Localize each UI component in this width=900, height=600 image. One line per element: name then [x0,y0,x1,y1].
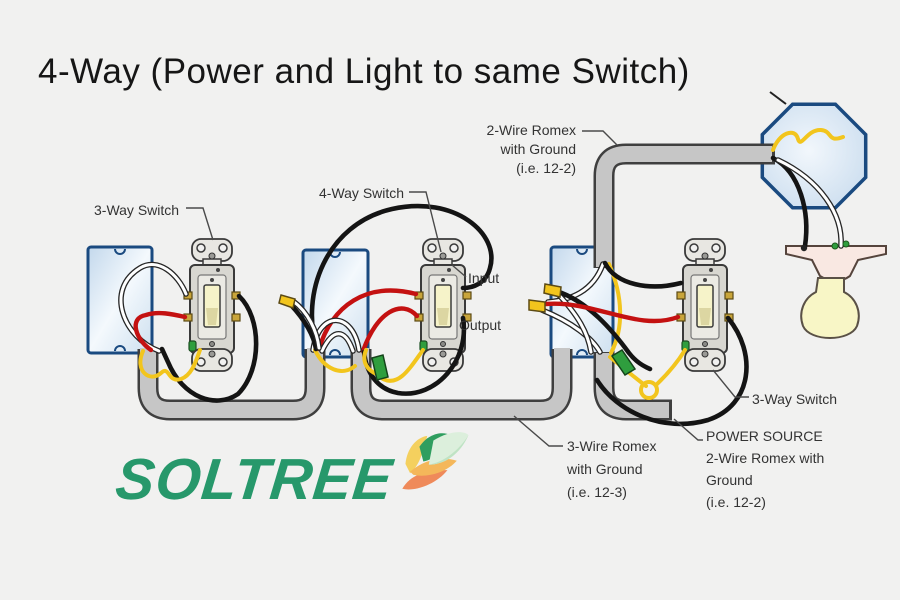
label-power-source: POWER SOURCE 2-Wire Romex with Ground (i… [706,425,824,513]
stray-mark [769,91,787,105]
leader-4way [409,191,442,253]
page-title: 4-Way (Power and Light to same Switch) [38,52,690,91]
label-line: with Ground [567,461,643,477]
soltree-leaf-icon [402,432,469,490]
octagon-light-box [760,91,868,210]
label-2wire-romex-light: 2-Wire Romex with Ground (i.e. 12-2) [450,121,576,178]
wires-light [770,128,850,252]
romex-conduit-runs [137,143,775,421]
ground-crimp-box2 [371,354,389,381]
leader-2wire [582,130,618,146]
label-line: 2-Wire Romex [486,122,576,138]
leader-power [673,418,703,441]
label-4way-switch: 4-Way Switch [319,185,405,201]
wires-box2 [278,203,494,396]
light-bulb [800,277,860,339]
wires-box3 [528,260,749,427]
ground-crimp-box3 [610,348,637,377]
wire-nut-box3-b [528,299,546,313]
label-input-terminal: Input [468,270,500,286]
soltree-logo-text: SOLTREE [112,447,397,512]
label-line: (i.e. 12-2) [706,494,766,510]
leader-3way-left [186,207,214,241]
wires-box1 [118,261,259,403]
switch-3way-left [183,238,241,372]
label-output-terminal: Output [459,317,502,333]
label-3way-switch-right: 3-Way Switch [752,391,838,407]
label-3wire-romex: 3-Wire Romex with Ground (i.e. 12-3) [567,435,656,504]
label-line: 3-Wire Romex [567,438,657,454]
label-line: with Ground [500,141,576,157]
soltree-logo: SOLTREE [112,447,397,512]
label-line: Ground [706,472,753,488]
leader-lines [186,130,749,447]
label-line: (i.e. 12-2) [516,160,576,176]
label-line: POWER SOURCE [706,428,823,444]
leader-3wire [513,415,563,447]
light-bulb-socket [785,245,887,339]
label-line: 2-Wire Romex with [706,450,825,466]
wire-nut-box2 [278,294,296,309]
leader-input [451,264,467,278]
label-3way-switch-left: 3-Way Switch [94,202,180,218]
wire-nut-box3-a [543,283,562,298]
label-line: (i.e. 12-3) [567,484,627,500]
leader-3way-right [712,369,749,398]
